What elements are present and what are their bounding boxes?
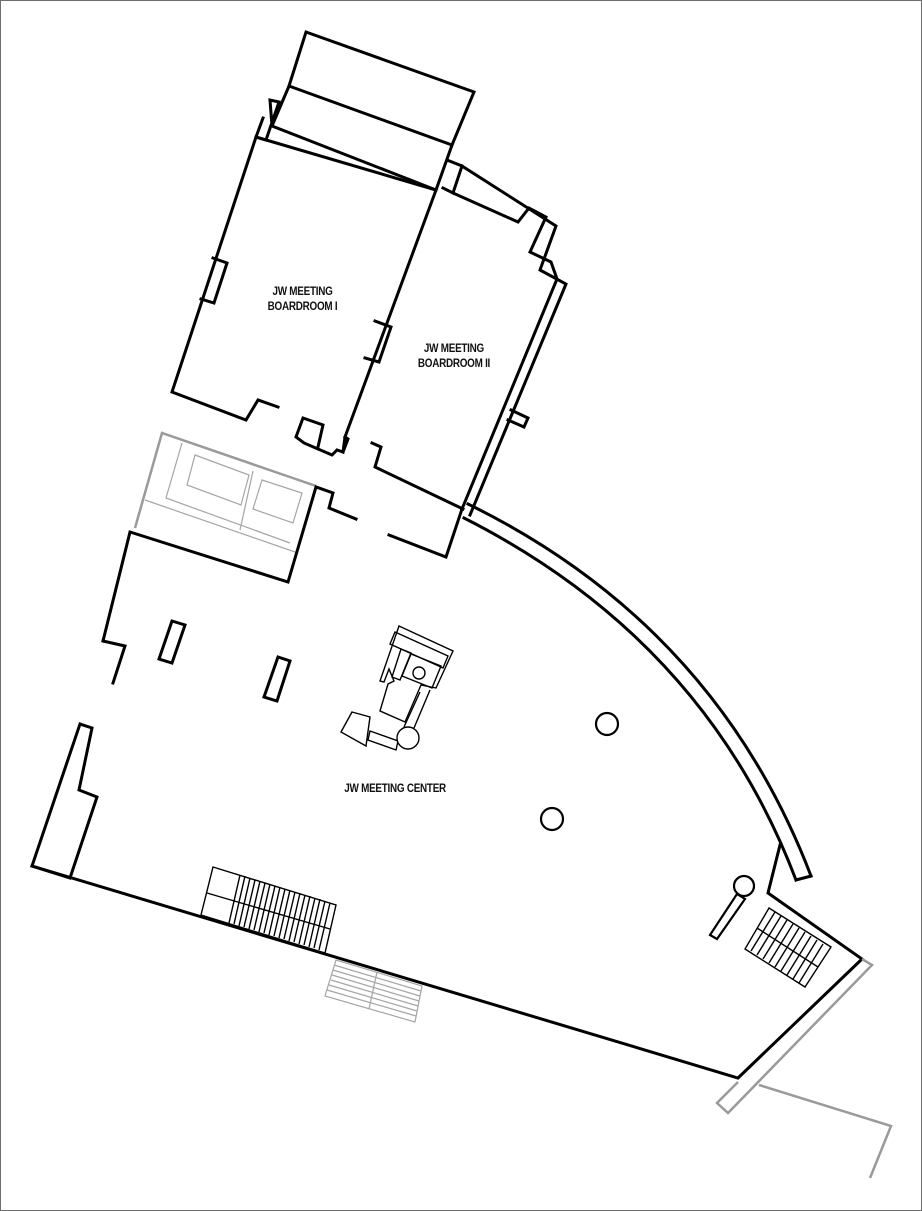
- room-label-boardroom-2: JW MEETING BOARDROOM II: [418, 342, 490, 372]
- top-annex: [254, 30, 476, 196]
- curved-wall: [461, 501, 813, 882]
- east-stair: [708, 874, 832, 988]
- exterior-stair: [324, 959, 423, 1023]
- boardroom-1-walls: [170, 135, 438, 457]
- room-label-meeting-center: JW MEETING CENTER: [344, 782, 446, 797]
- meeting-center-label: JW MEETING CENTER: [344, 783, 446, 795]
- room-label-boardroom-1: JW MEETING BOARDROOM I: [268, 285, 338, 315]
- av-fixture: [340, 625, 454, 751]
- boardroom-2-walls: [370, 163, 568, 517]
- columns: [539, 711, 620, 832]
- meeting-center-walls: [30, 485, 865, 1080]
- boardroom-2-label-line1: JW MEETING: [423, 343, 485, 355]
- south-stair: [200, 866, 337, 954]
- boardroom-1-label-line1: JW MEETING: [272, 286, 333, 298]
- column-1: [594, 711, 620, 737]
- boardroom-2-label-line2: BOARDROOM II: [417, 358, 491, 370]
- boardroom-1-label-line2: BOARDROOM I: [267, 301, 338, 313]
- column-2: [539, 806, 565, 832]
- exterior-walls: [715, 957, 893, 1179]
- prefunction-area: [133, 431, 317, 553]
